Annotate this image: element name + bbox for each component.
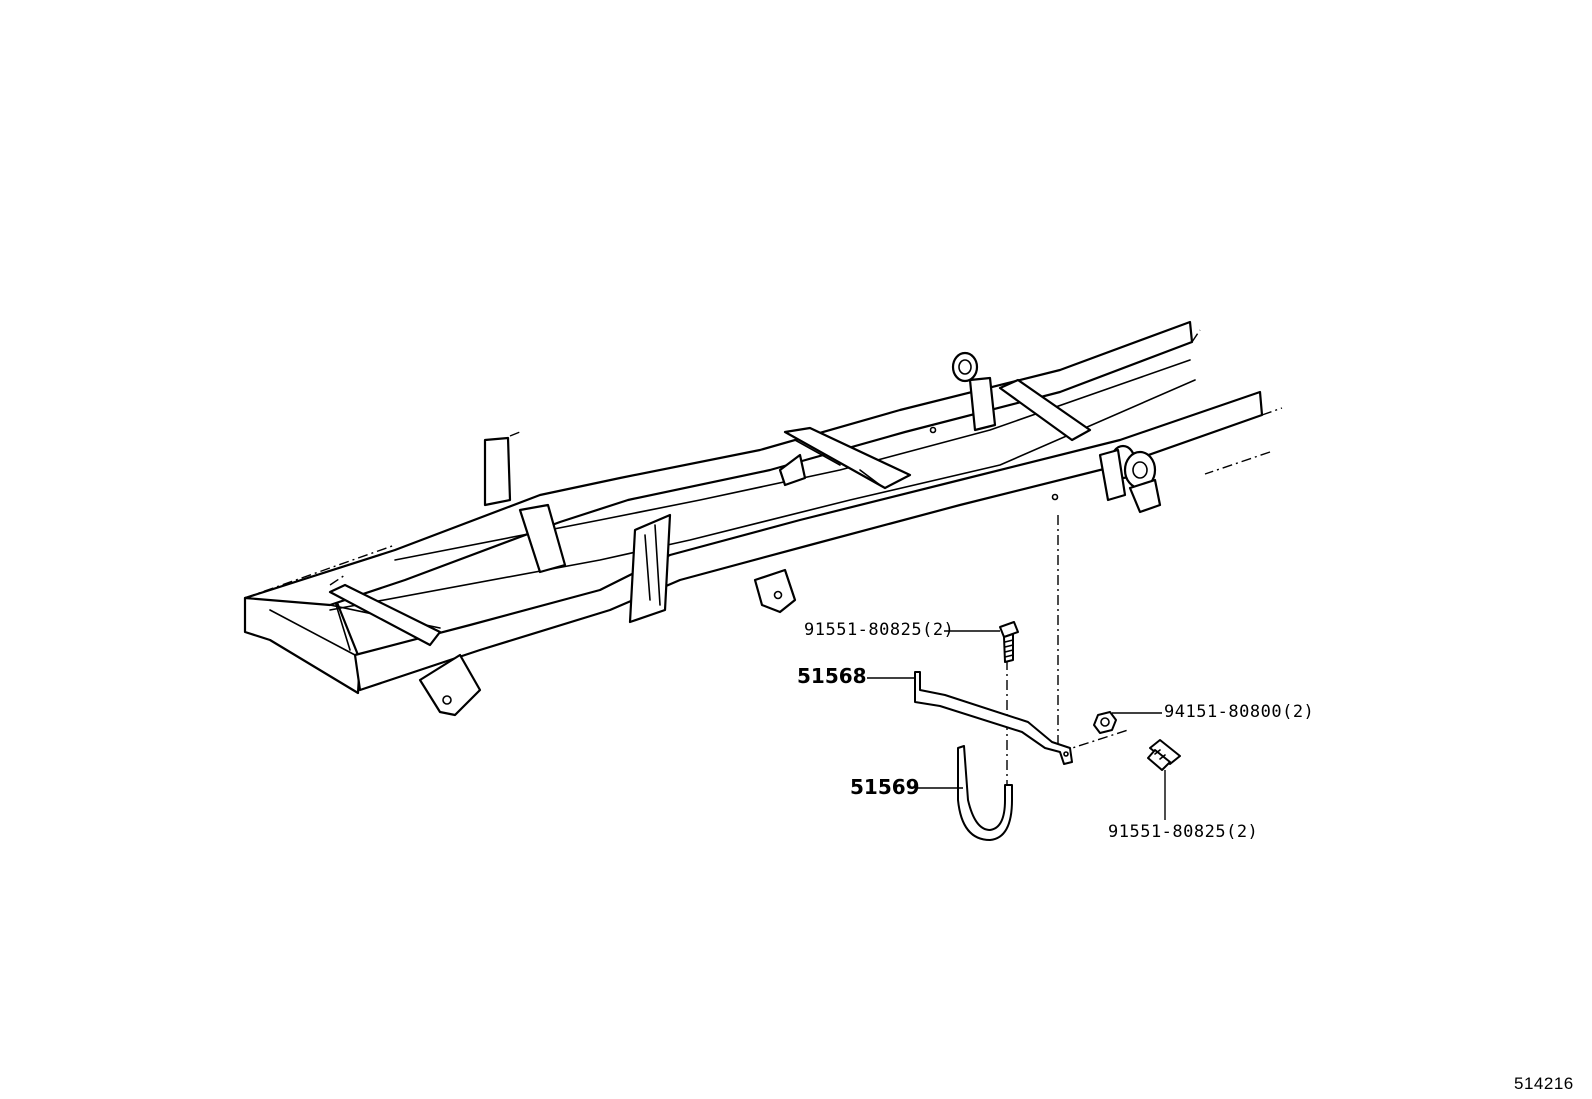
callout-nut: 94151-80800(2) xyxy=(1164,702,1315,722)
rear-shackle-right xyxy=(1098,444,1162,514)
spring-hanger-front-left xyxy=(483,436,512,507)
callout-bolt-lower: 91551-80825(2) xyxy=(1108,822,1259,842)
crossmember-1 xyxy=(328,583,442,647)
outrigger-center xyxy=(778,453,807,487)
crossmember-2 xyxy=(783,426,912,490)
spring-hanger-mid-right xyxy=(753,568,797,614)
bracket-51568-part xyxy=(914,671,1073,765)
crossmember-3 xyxy=(998,378,1092,442)
clamp-51569-part xyxy=(957,745,1013,841)
shock-bracket-left xyxy=(518,503,567,574)
leader-lines xyxy=(867,630,1166,820)
vehicle-frame xyxy=(243,320,1283,717)
callout-clamp: 51569 xyxy=(850,775,920,799)
rear-shackle-left xyxy=(951,351,997,432)
spring-hanger-front-right xyxy=(418,653,482,717)
bolt-upper-part xyxy=(999,621,1019,663)
callout-bracket: 51568 xyxy=(797,664,867,688)
bolt-lower-part xyxy=(1147,739,1181,771)
callout-bolt-upper: 91551-80825(2) xyxy=(804,620,955,640)
shock-bracket-center xyxy=(628,513,672,624)
nut-part xyxy=(1093,711,1117,734)
figure-reference-number: 514216 xyxy=(1514,1074,1574,1093)
